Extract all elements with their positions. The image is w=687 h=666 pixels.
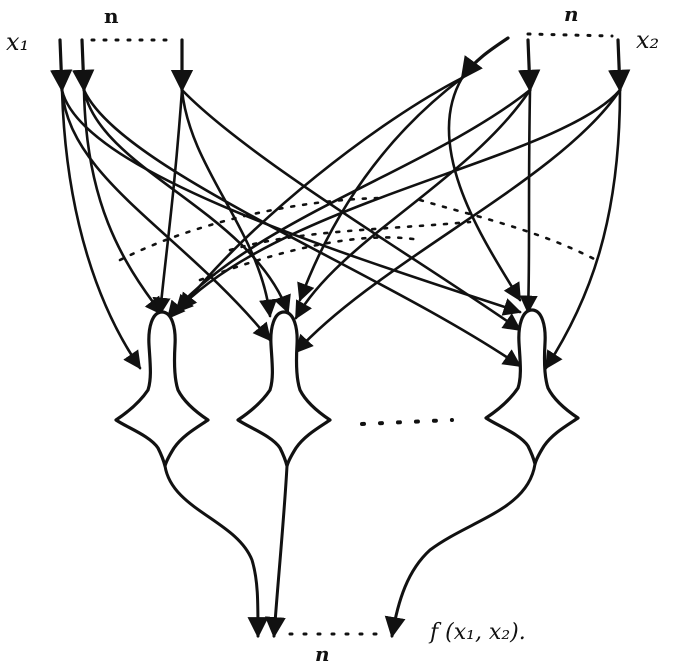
connection-line xyxy=(294,88,622,354)
neuron-3 xyxy=(484,308,580,466)
output-count-label: n xyxy=(315,642,330,666)
input-line-x2-1 xyxy=(518,38,541,93)
input-line-x2-diag xyxy=(460,36,510,80)
input-lines-left xyxy=(50,38,194,93)
connection-line xyxy=(180,88,278,318)
connection-line xyxy=(60,88,522,316)
connection-line xyxy=(544,88,622,370)
input-count-label-left: n xyxy=(104,4,119,28)
connection-line xyxy=(60,88,142,370)
dotted-connection xyxy=(228,220,472,252)
output-line-1 xyxy=(163,464,269,639)
connections-left xyxy=(60,88,522,370)
input-label-x2: x₂ xyxy=(636,26,660,54)
connection-line xyxy=(178,76,464,312)
dotted-connection xyxy=(198,236,422,282)
connection-line xyxy=(447,76,522,302)
input-line-x1-1 xyxy=(50,38,73,93)
connection-line xyxy=(60,88,272,342)
output-lines xyxy=(163,462,537,639)
connection-line xyxy=(82,88,164,316)
neuron-1 xyxy=(114,310,210,468)
output-label: f (x₁, x₂). xyxy=(430,620,526,645)
dotted-connection xyxy=(418,198,602,264)
connection-line xyxy=(180,88,522,332)
ellipsis-neurons xyxy=(360,418,454,426)
connection-line xyxy=(174,88,622,314)
output-line-2 xyxy=(264,464,289,639)
input-label-x1: x₁ xyxy=(6,28,30,56)
connection-line xyxy=(519,88,538,314)
connections-right xyxy=(166,76,622,370)
neuron-2 xyxy=(236,310,332,468)
connection-line xyxy=(152,88,184,316)
neurons xyxy=(114,308,580,468)
connection-line xyxy=(294,88,532,320)
ellipsis-top-right xyxy=(526,32,614,38)
dotted-connections xyxy=(118,196,602,282)
connection-line xyxy=(166,88,532,320)
connection-line xyxy=(297,76,464,302)
connection-line xyxy=(82,88,291,314)
input-line-x1-2 xyxy=(72,38,95,93)
output-line-3 xyxy=(384,462,537,639)
input-count-label-right: n xyxy=(564,2,579,26)
input-lines-right xyxy=(460,36,631,93)
input-line-x2-n xyxy=(608,38,631,93)
